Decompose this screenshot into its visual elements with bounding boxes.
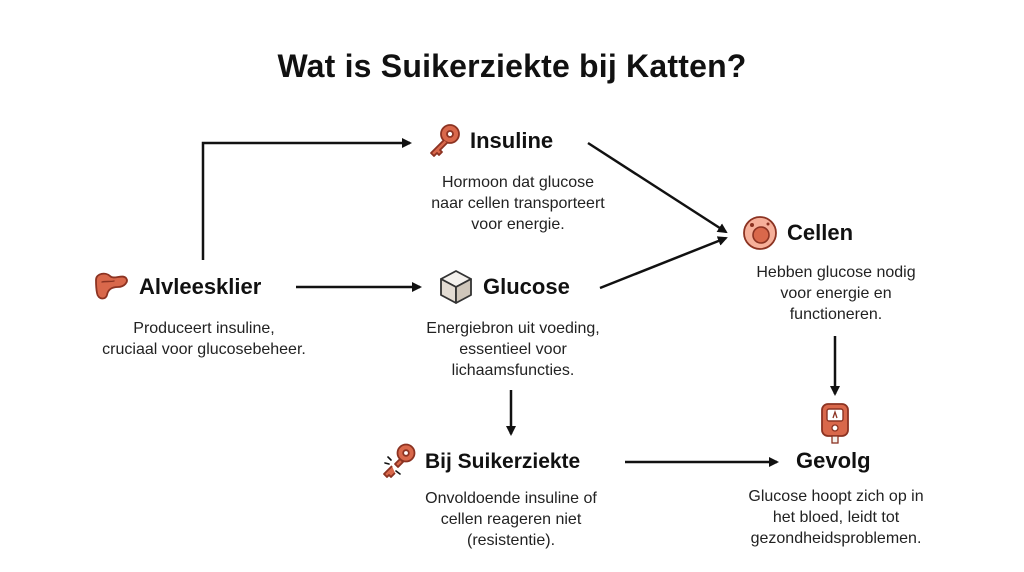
broken-key-icon <box>383 443 416 478</box>
key-icon <box>430 124 460 157</box>
sugar-cube-icon <box>440 270 472 304</box>
node-desc-suikerziekte: Onvoldoende insuline of cellen reageren … <box>425 490 597 549</box>
glucose-meter-icon <box>821 403 849 444</box>
node-title-gevolg: Gevolg <box>796 448 871 473</box>
node-desc-alvleesklier: Produceert insuline, cruciaal voor gluco… <box>102 320 306 358</box>
node-desc-insuline: Hormoon dat glucose naar cellen transpor… <box>431 174 605 233</box>
arrow-insuline-to-cellen <box>587 141 728 234</box>
arrow-alvleesklier-to-insuline <box>201 138 412 260</box>
node-title-suikerziekte: Bij Suikerziekte <box>425 450 581 473</box>
node-desc-cellen: Hebben glucose nodig voor energie en fun… <box>756 264 916 323</box>
cell-icon <box>743 216 777 250</box>
arrow-glucose-to-cellen <box>599 236 728 290</box>
node-title-cellen: Cellen <box>787 220 854 245</box>
node-title-alvleesklier: Alvleesklier <box>139 274 262 299</box>
node-desc-gevolg: Glucose hoopt zich op in het bloed, leid… <box>748 488 924 547</box>
node-title-insuline: Insuline <box>470 128 554 153</box>
node-title-glucose: Glucose <box>483 274 570 299</box>
pancreas-icon <box>95 272 128 300</box>
node-desc-glucose: Energiebron uit voeding, essentieel voor… <box>426 320 600 379</box>
page-title: Wat is Suikerziekte bij Katten? <box>277 48 747 84</box>
